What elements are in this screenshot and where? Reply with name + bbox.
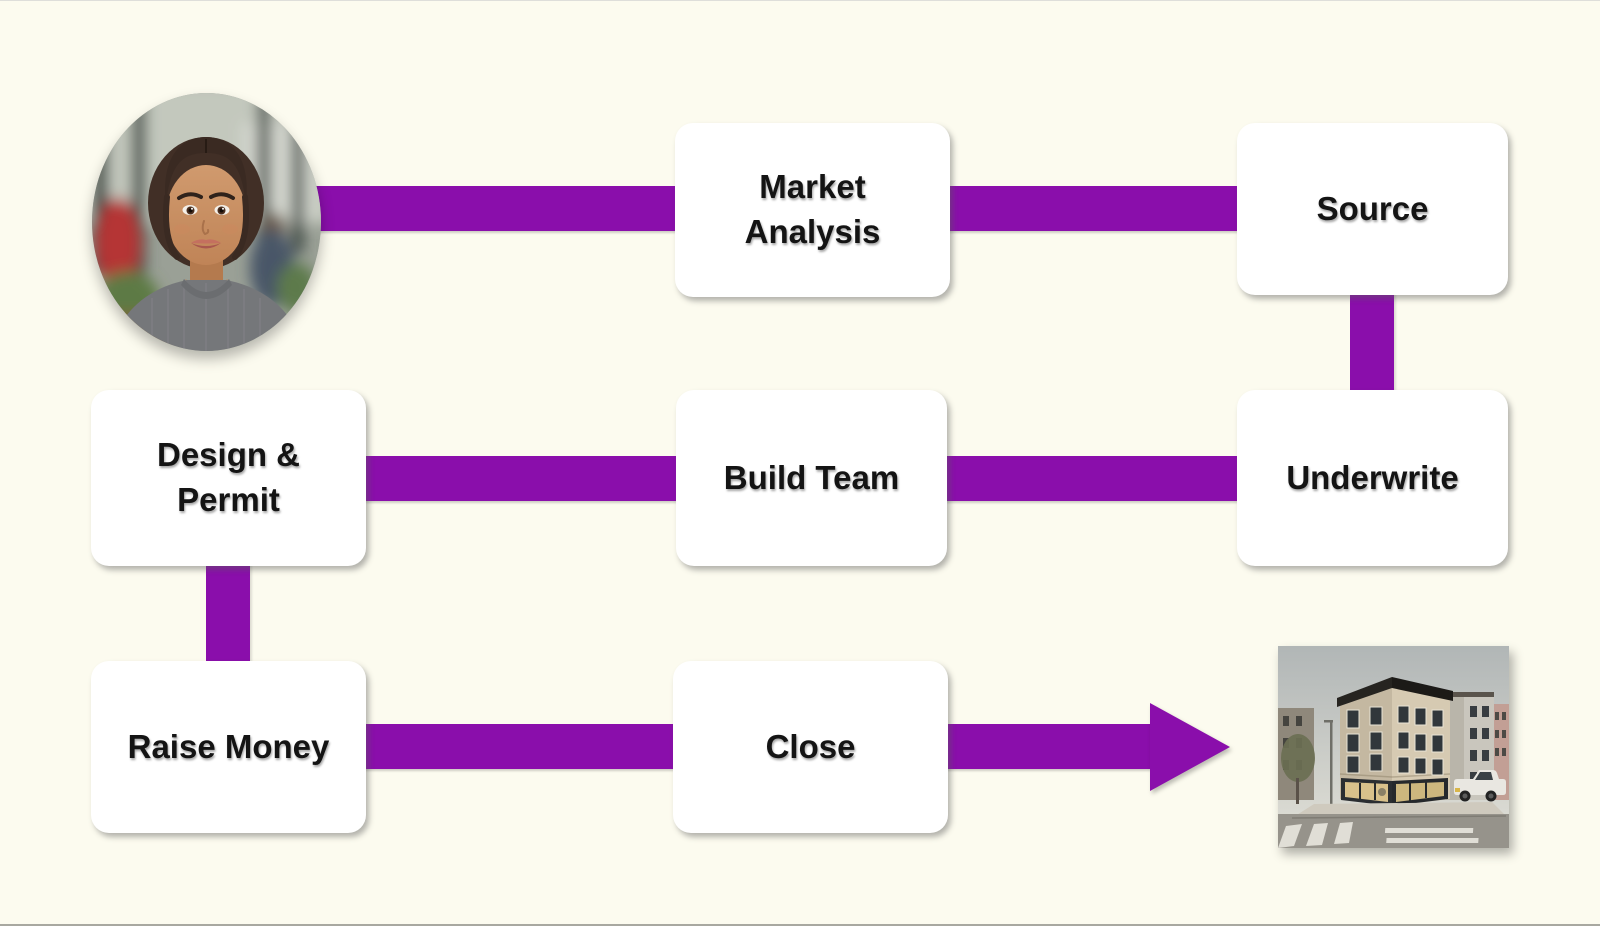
node-market-analysis: Market Analysis [675, 123, 950, 297]
node-raise-money: Raise Money [91, 661, 366, 833]
connector-source-to-underwrite [1350, 293, 1394, 392]
node-source-label: Source [1316, 189, 1429, 227]
node-design-permit: Design & Permit [91, 390, 366, 566]
node-close: Close [673, 661, 948, 833]
node-market-analysis-label: Market Analysis [744, 168, 881, 250]
connector-design-permit-to-raise-money [206, 564, 250, 663]
flow-arrowhead [1150, 703, 1230, 791]
node-close-label: Close [765, 727, 856, 765]
building-photo [1278, 646, 1509, 848]
connector-close-to-building-shaft [946, 724, 1151, 769]
node-build-team-label: Build Team [723, 458, 900, 496]
node-raise-money-label: Raise Money [127, 727, 330, 765]
node-build-team: Build Team [676, 390, 947, 566]
node-underwrite: Underwrite [1237, 390, 1508, 566]
connector-design-permit-to-build-team [364, 456, 678, 501]
node-underwrite-label: Underwrite [1286, 458, 1459, 496]
connector-build-team-to-underwrite [945, 456, 1239, 501]
connector-portrait-to-market-analysis [300, 186, 677, 231]
node-design-permit-label: Design & Permit [156, 436, 301, 518]
connector-market-analysis-to-source [948, 186, 1239, 231]
portrait-photo [92, 93, 321, 351]
node-source: Source [1237, 123, 1508, 295]
connector-raise-money-to-close [364, 724, 677, 769]
